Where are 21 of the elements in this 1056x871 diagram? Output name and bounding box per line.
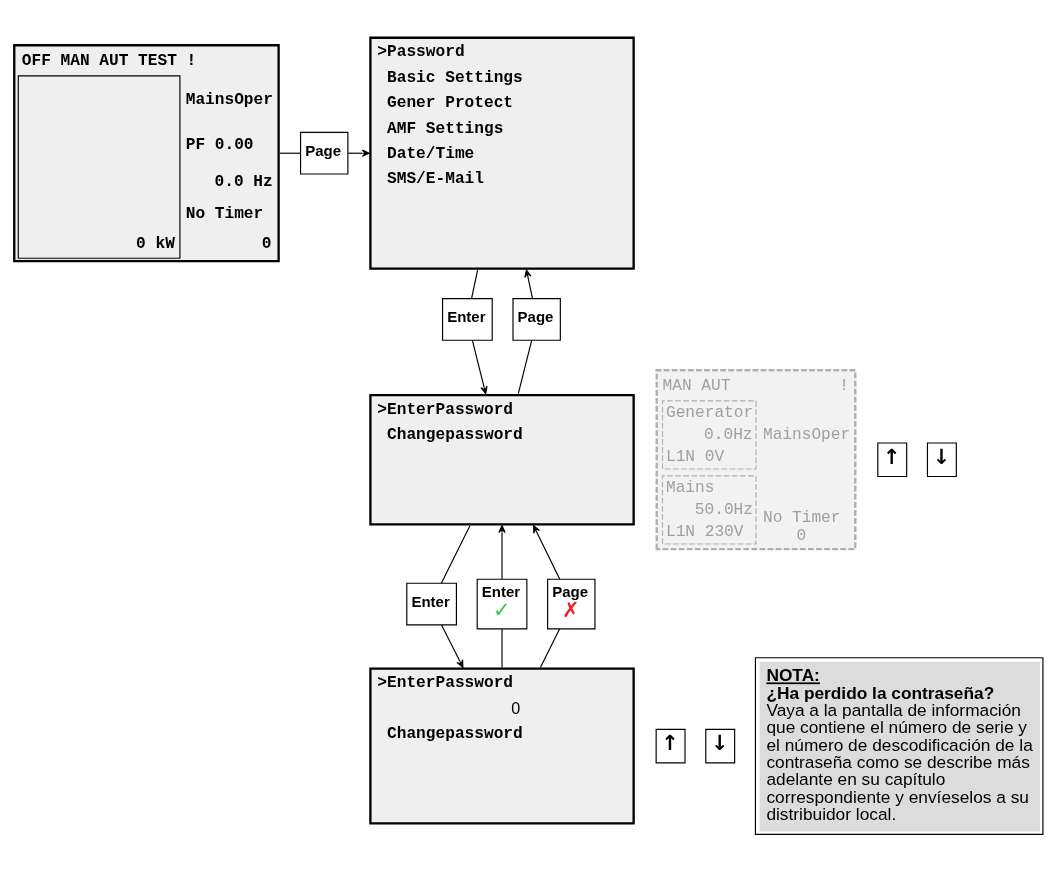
node-box: Page ✗ [547, 578, 596, 630]
node-box: Enter [442, 298, 493, 341]
arrow [533, 525, 561, 580]
connector [440, 525, 471, 584]
node-box: ↓ [926, 442, 957, 478]
node-box: ↑ [877, 442, 908, 478]
connector [517, 339, 533, 395]
connector [470, 269, 479, 300]
arrow [440, 624, 464, 668]
connector [501, 628, 503, 668]
node-box: Page [512, 298, 561, 341]
node-box: ↓ [705, 728, 736, 764]
arrow [524, 269, 534, 300]
connector [539, 628, 561, 668]
node-box: Page [300, 131, 349, 175]
node-box: ↑ [655, 728, 686, 764]
node-box: Enter [406, 582, 457, 626]
arrow [498, 525, 506, 580]
arrow [471, 339, 488, 395]
connector [279, 152, 301, 154]
node-box: Enter ✓ [476, 578, 528, 630]
